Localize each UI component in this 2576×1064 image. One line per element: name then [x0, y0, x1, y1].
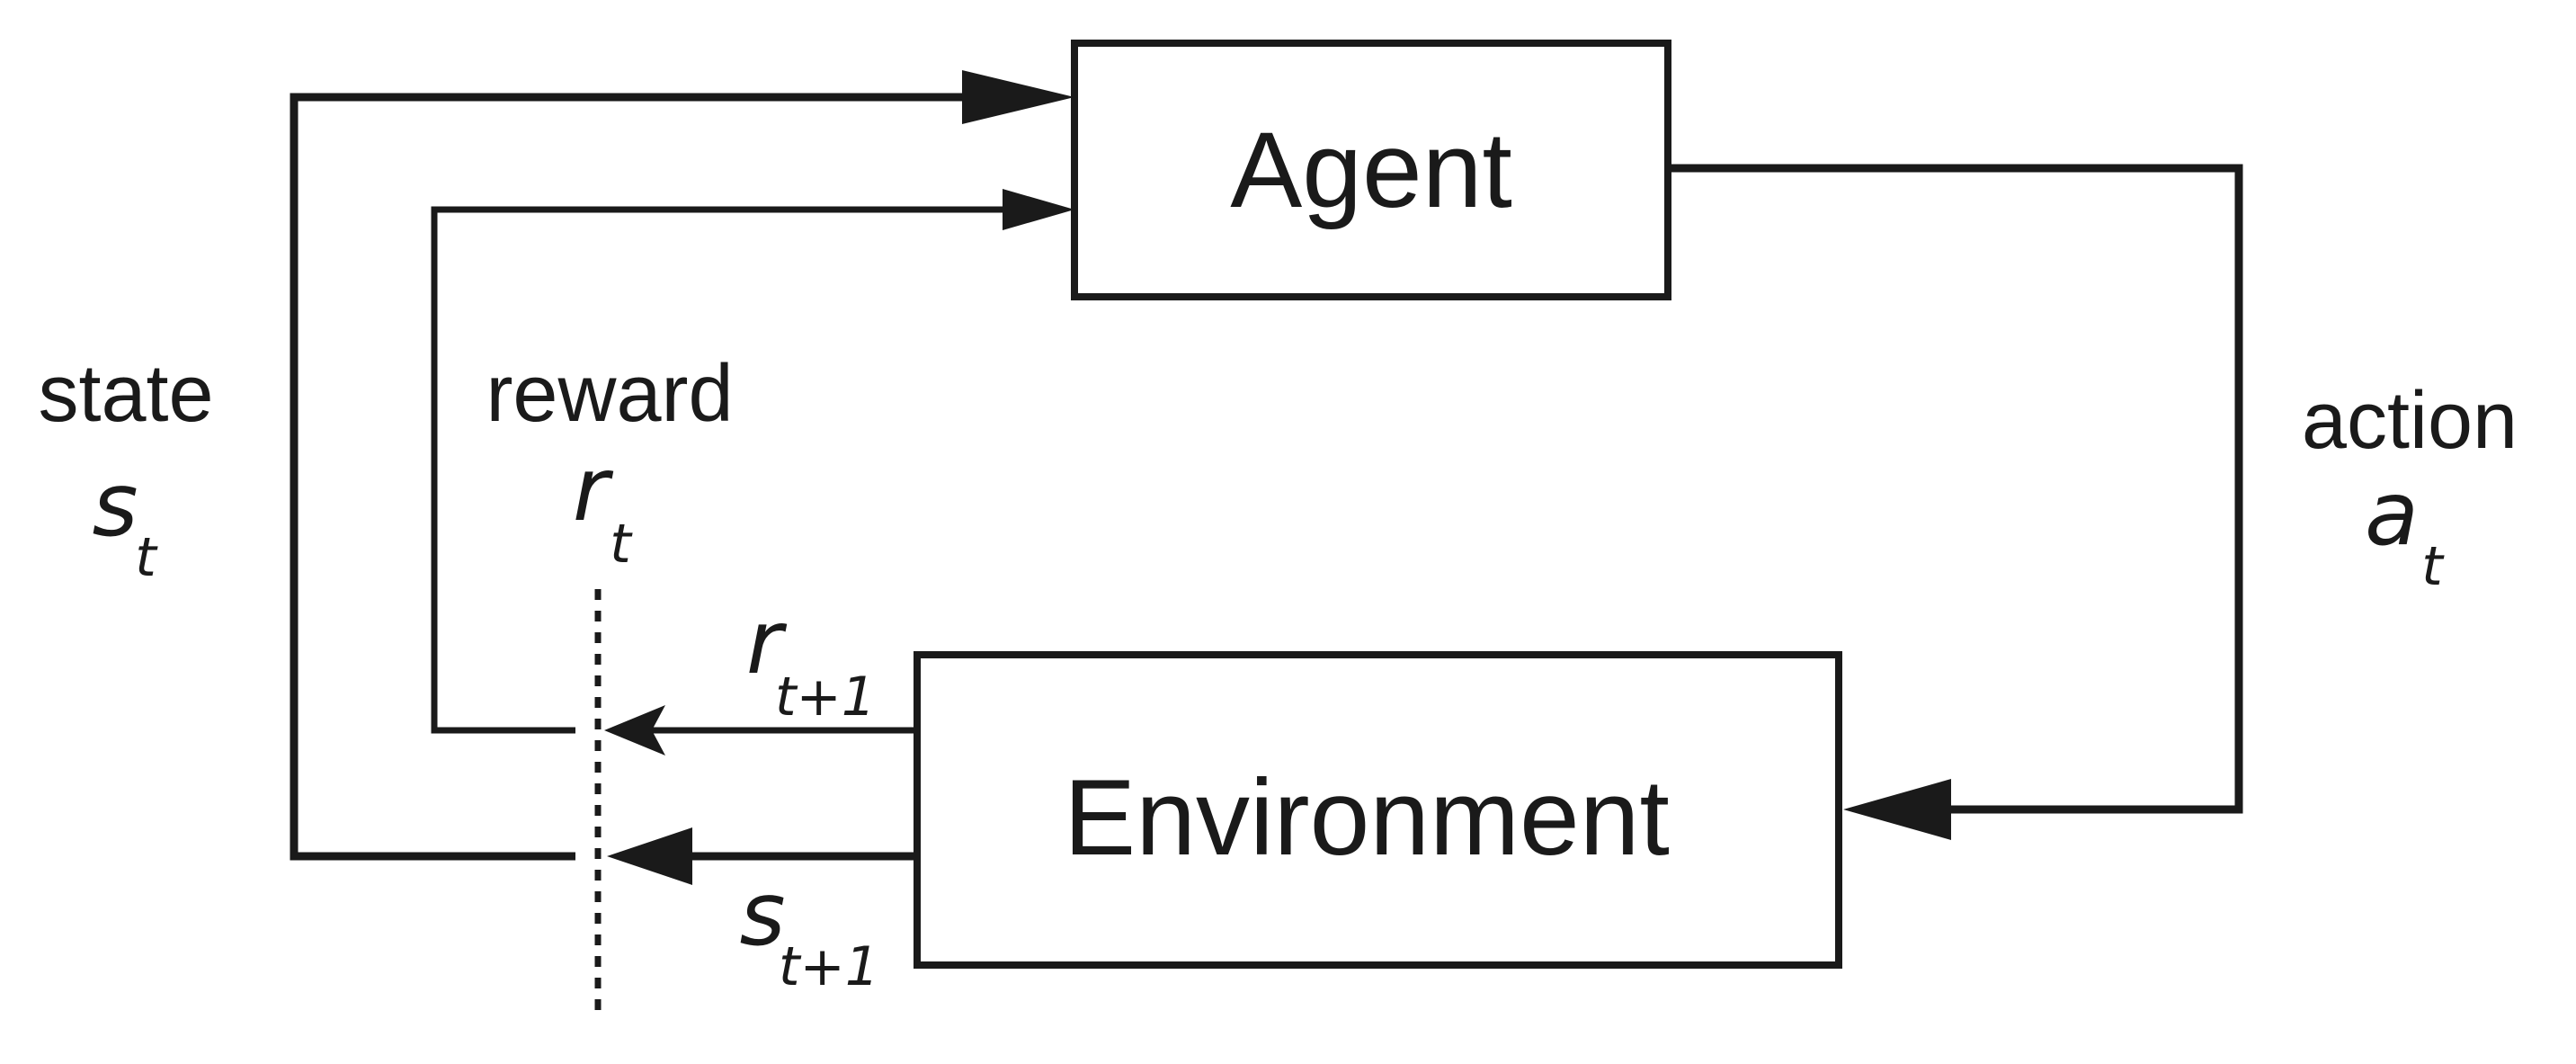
agent-box	[1071, 40, 1671, 300]
next-state-subscript: t+1	[779, 935, 879, 998]
reward-word: reward	[486, 349, 733, 439]
action-arrowhead	[1843, 779, 1951, 840]
state-word: state	[38, 349, 213, 439]
action-subscript: t	[2421, 535, 2445, 598]
state-subscript: t	[135, 526, 158, 589]
reward-next-arrowhead	[604, 705, 665, 756]
action-symbol: a	[2365, 463, 2419, 566]
agent-label: Agent	[1230, 110, 1512, 230]
environment-box	[914, 651, 1842, 969]
state-arrowhead	[962, 70, 1074, 124]
next-reward-symbol: r	[746, 592, 788, 694]
next-reward-subscript: t+1	[775, 666, 876, 729]
next-state-symbol: s	[739, 863, 785, 966]
reward-arrowhead	[1003, 189, 1074, 230]
action-word: action	[2302, 376, 2518, 466]
state-line	[290, 93, 998, 861]
state-symbol: s	[92, 454, 138, 557]
reward-line	[431, 206, 1007, 734]
reward-symbol: r	[573, 439, 614, 541]
reward-subscript: t	[610, 513, 633, 576]
environment-label: Environment	[1064, 757, 1670, 878]
state-next-arrowhead	[607, 827, 692, 885]
action-line	[1668, 164, 2243, 814]
